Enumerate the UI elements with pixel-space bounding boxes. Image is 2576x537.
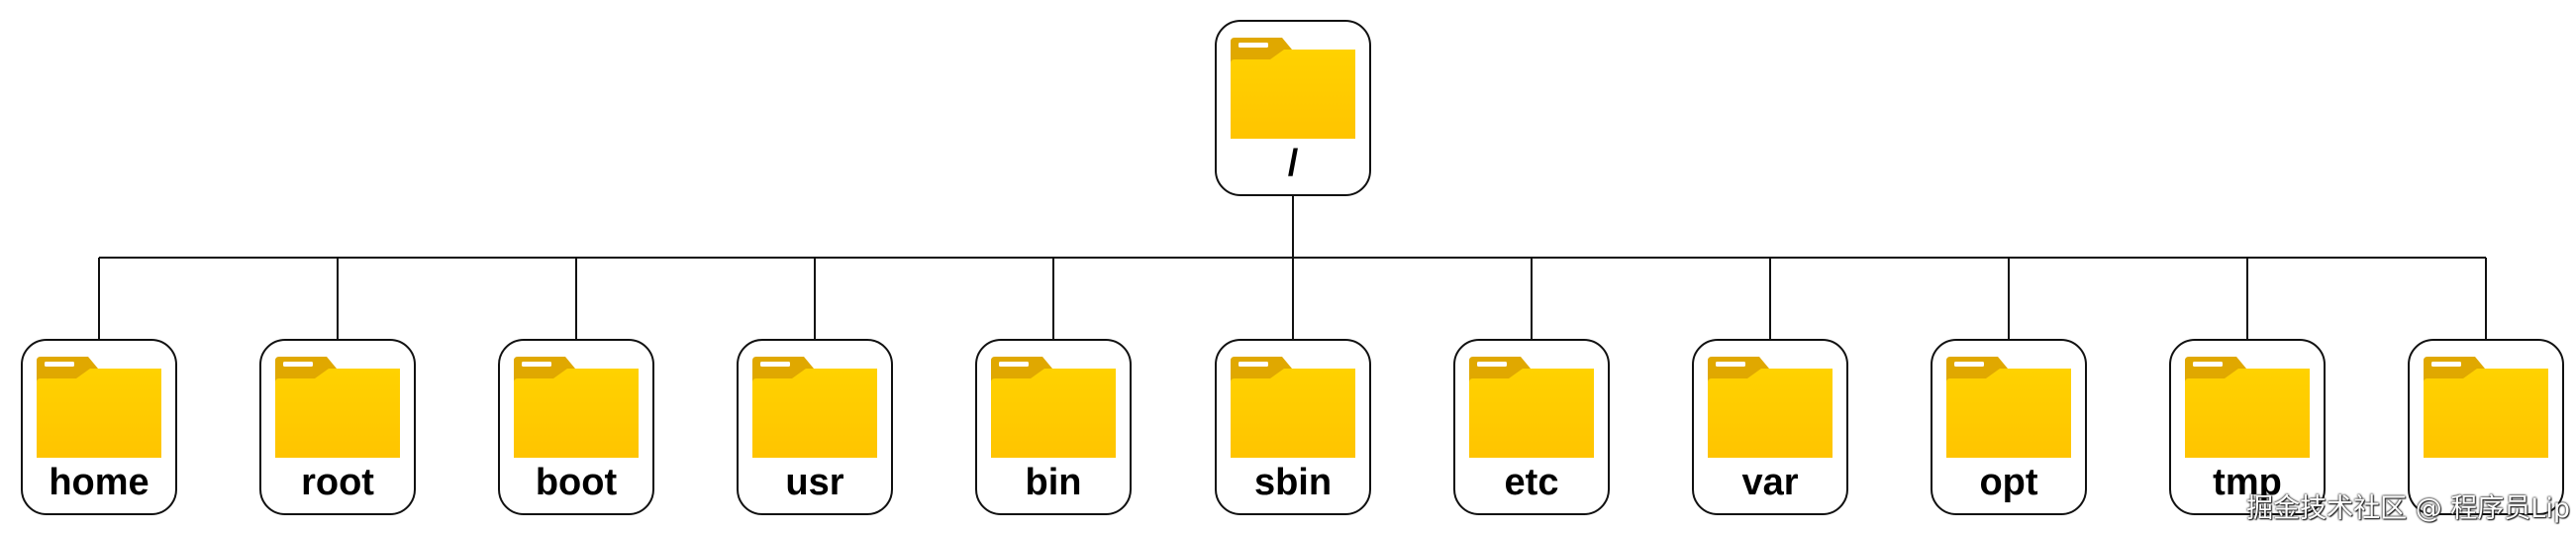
directory-node-var[interactable]: var — [1692, 339, 1848, 515]
directory-label: usr — [785, 462, 844, 503]
root-directory-label: / — [1287, 143, 1299, 184]
directory-label: var — [1741, 462, 1799, 503]
directory-node-usr[interactable]: usr — [737, 339, 893, 515]
folder-icon — [752, 357, 877, 458]
watermark: 掘金技术社区 @ 程序员Lip — [2246, 493, 2570, 524]
directory-node-root[interactable]: root — [259, 339, 416, 515]
folder-icon — [275, 357, 400, 458]
directory-label: bin — [1025, 462, 1082, 503]
root-directory-node[interactable]: / — [1215, 20, 1371, 196]
directory-label: tmp — [2213, 462, 2282, 503]
directory-node-home[interactable]: home — [21, 339, 177, 515]
folder-icon — [2185, 357, 2310, 458]
folder-icon — [1231, 357, 1355, 458]
folder-icon — [1469, 357, 1594, 458]
directory-node-bin[interactable]: bin — [975, 339, 1132, 515]
directory-node-boot[interactable]: boot — [498, 339, 654, 515]
folder-icon — [991, 357, 1116, 458]
directory-node-tmp[interactable]: tmp — [2169, 339, 2326, 515]
folder-icon — [1708, 357, 1833, 458]
directory-label: sbin — [1253, 462, 1333, 503]
directory-node-etc[interactable]: etc — [1453, 339, 1610, 515]
folder-icon — [37, 357, 161, 458]
directory-label: boot — [535, 462, 618, 503]
directory-label: home — [49, 462, 149, 503]
directory-node-sbin[interactable]: sbin — [1215, 339, 1371, 515]
folder-icon — [514, 357, 639, 458]
directory-label: etc — [1504, 462, 1559, 503]
folder-icon — [2424, 357, 2548, 458]
directory-label: root — [301, 462, 374, 503]
directory-node-opt[interactable]: opt — [1931, 339, 2087, 515]
folder-icon — [1946, 357, 2071, 458]
directory-label: opt — [1979, 462, 2038, 503]
directory-node-unlabeled[interactable] — [2408, 339, 2564, 515]
folder-icon — [1231, 38, 1355, 139]
